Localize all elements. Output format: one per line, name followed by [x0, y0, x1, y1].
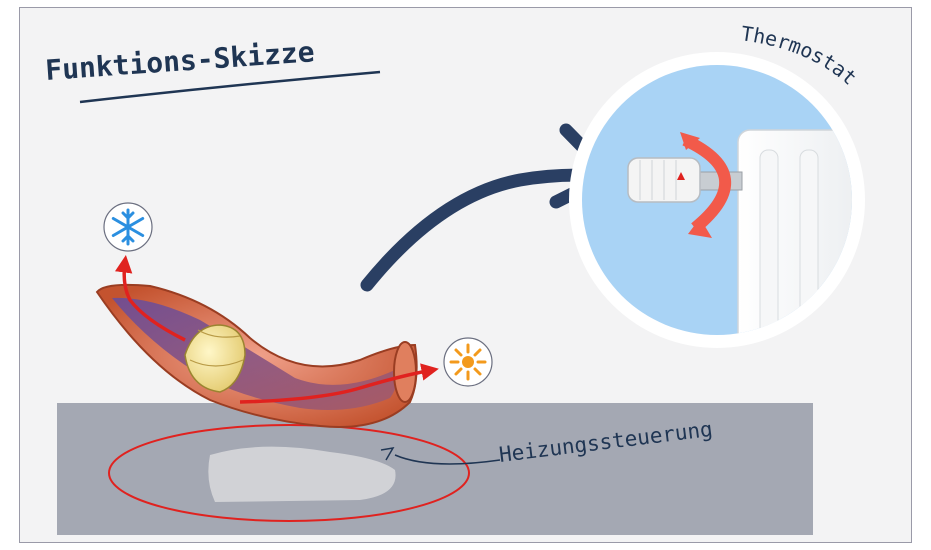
- heating-control-pointer: [394, 454, 501, 465]
- pipe-opening: [393, 341, 417, 403]
- pipe-inner-channel: [112, 297, 397, 411]
- snowflake-icon: [103, 202, 153, 252]
- title-underline: [79, 70, 381, 104]
- process-arrow: [360, 168, 607, 292]
- flow-arrow-up: [114, 255, 186, 342]
- rotation-arrow: [682, 134, 731, 233]
- thermostat-scene: [582, 65, 852, 335]
- flow-arrow-right: [239, 363, 439, 404]
- sun-icon: [443, 337, 493, 387]
- heating-control-ring: [108, 424, 470, 522]
- valve-cap: [184, 324, 246, 393]
- floor-plane: [57, 403, 813, 535]
- pipe-shadow: [208, 446, 396, 502]
- thermostat-head: [627, 157, 701, 203]
- page-title: Funktions-Skizze: [44, 35, 315, 87]
